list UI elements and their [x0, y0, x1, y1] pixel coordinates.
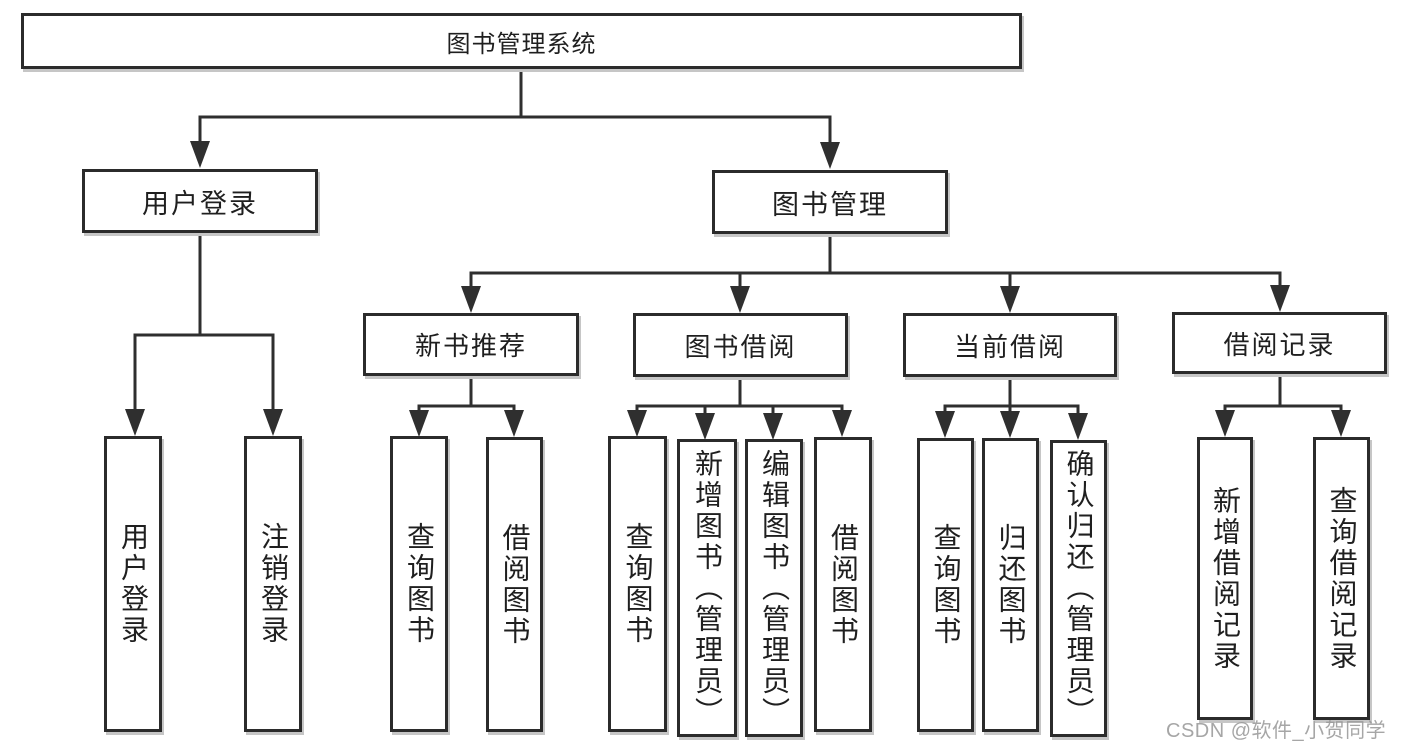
- leaf-add-books-admin: 新增图书（管理员）: [677, 439, 737, 737]
- leaf-query-books-borrow-label: 查询图书: [622, 522, 654, 646]
- leaf-query-borrow-record: 查询借阅记录: [1313, 437, 1370, 720]
- leaf-return-books-label: 归还图书: [995, 523, 1027, 647]
- node-book-borrow-label: 图书借阅: [684, 331, 797, 362]
- leaf-logout: 注销登录: [244, 436, 302, 732]
- node-new-book-recommend-label: 新书推荐: [414, 331, 527, 361]
- node-book-management-label: 图书管理: [772, 189, 888, 220]
- arrowheads: [125, 141, 1351, 440]
- node-current-borrow-label: 当前借阅: [953, 331, 1066, 362]
- node-borrow-records-label: 借阅记录: [1223, 329, 1336, 360]
- leaf-borrow-books: 借阅图书: [814, 437, 872, 732]
- node-borrow-records: 借阅记录: [1172, 312, 1387, 374]
- node-book-management: 图书管理: [712, 170, 948, 234]
- leaf-user-login-label: 用户登录: [118, 522, 149, 646]
- leaf-query-books-current-label: 查询图书: [930, 523, 962, 647]
- node-root-label: 图书管理系统: [446, 30, 597, 58]
- leaf-logout-label: 注销登录: [258, 522, 289, 646]
- leaf-borrow-books-label: 借阅图书: [828, 522, 859, 647]
- leaf-return-books: 归还图书: [982, 438, 1039, 732]
- leaf-user-login: 用户登录: [104, 436, 162, 732]
- leaf-query-borrow-record-label: 查询借阅记录: [1326, 485, 1358, 672]
- leaf-confirm-return-admin-label: 确认归还（管理员）: [1063, 449, 1095, 728]
- node-user-login: 用户登录: [82, 169, 318, 233]
- node-current-borrow: 当前借阅: [903, 313, 1117, 377]
- node-book-borrow: 图书借阅: [633, 313, 848, 377]
- leaf-query-books-current: 查询图书: [917, 438, 974, 732]
- leaf-query-books-recommend-label: 查询图书: [404, 522, 435, 646]
- leaf-edit-books-admin-label: 编辑图书（管理员）: [759, 448, 790, 728]
- leaf-add-borrow-record: 新增借阅记录: [1197, 437, 1253, 720]
- leaf-borrow-books-recommend: 借阅图书: [486, 437, 543, 732]
- leaf-add-books-admin-label: 新增图书（管理员）: [692, 448, 723, 728]
- watermark: CSDN @软件_小贺同学: [1166, 720, 1387, 742]
- leaf-confirm-return-admin: 确认归还（管理员）: [1050, 440, 1107, 737]
- node-root: 图书管理系统: [21, 13, 1022, 69]
- node-user-login-label: 用户登录: [142, 188, 258, 219]
- leaf-edit-books-admin: 编辑图书（管理员）: [745, 439, 803, 737]
- node-new-book-recommend: 新书推荐: [363, 313, 579, 376]
- leaf-query-books-recommend: 查询图书: [390, 436, 448, 732]
- leaf-borrow-books-recommend-label: 借阅图书: [499, 522, 531, 647]
- leaf-query-books-borrow: 查询图书: [608, 436, 667, 732]
- leaf-add-borrow-record-label: 新增借阅记录: [1210, 485, 1241, 672]
